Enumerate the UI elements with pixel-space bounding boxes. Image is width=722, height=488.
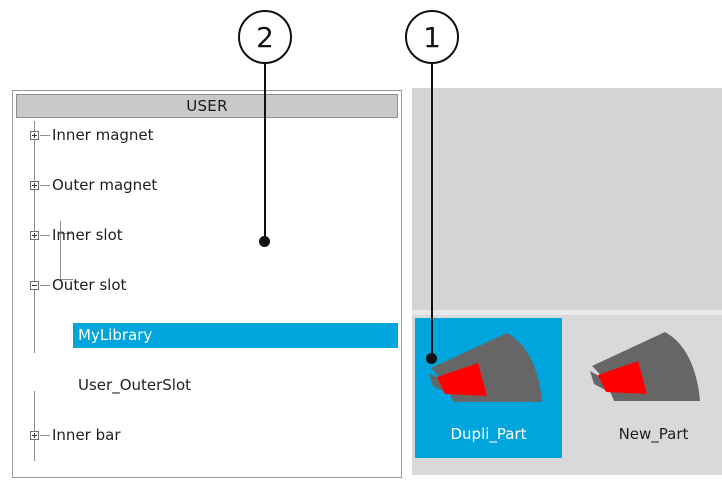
tree-item-label: Inner bar — [52, 426, 121, 444]
part-tile-dupli-part[interactable]: Dupli_Part — [415, 318, 562, 458]
expander-plus-icon[interactable] — [30, 231, 39, 240]
expander-minus-icon[interactable] — [30, 281, 39, 290]
tree-item-label: MyLibrary — [78, 326, 153, 344]
part-tile-label: New_Part — [618, 425, 689, 443]
expander-plus-icon[interactable] — [30, 131, 39, 140]
tree-item-label: Outer magnet — [52, 176, 158, 194]
part-slot-shape — [598, 361, 647, 394]
user-library-tree-panel[interactable]: USER Inner magnet Outer magnet — [12, 90, 402, 478]
expander-plus-icon[interactable] — [30, 431, 39, 440]
tree-item-label: Outer slot — [52, 276, 127, 294]
callout-anchor-dot — [259, 236, 270, 247]
tree-item-inner-slot[interactable]: Inner slot — [16, 223, 398, 248]
callout-number-2: 2 — [238, 10, 292, 64]
tree-item-outer-slot[interactable]: Outer slot — [16, 273, 398, 298]
part-thumbnail-new-part — [580, 324, 722, 422]
tree-item-label: Inner slot — [52, 226, 123, 244]
callout-number-1: 1 — [405, 10, 459, 64]
tree-branch-horizontal-userouterslot — [61, 279, 73, 280]
tree-header-user: USER — [16, 94, 398, 118]
tree-item-inner-bar[interactable]: Inner bar — [16, 423, 398, 448]
tree-item-user-outerslot[interactable]: User_OuterSlot — [16, 373, 398, 398]
tree-item-mylibrary[interactable]: MyLibrary — [73, 323, 398, 348]
tree-item-inner-magnet[interactable]: Inner magnet — [16, 123, 398, 148]
tree-branch-vertical — [60, 221, 61, 280]
tree-stub-line — [40, 435, 50, 436]
tree-body[interactable]: Inner magnet Outer magnet Inner slot Out… — [16, 121, 398, 473]
callout-anchor-dot — [426, 353, 437, 364]
tree-trunk-line-lower — [34, 391, 35, 461]
tree-stub-line — [40, 135, 50, 136]
tree-stub-line — [40, 235, 50, 236]
part-slot-shape — [437, 363, 487, 396]
tree-stub-line — [40, 285, 50, 286]
tree-item-outer-magnet[interactable]: Outer magnet — [16, 173, 398, 198]
expander-plus-icon[interactable] — [30, 181, 39, 190]
tree-item-label: User_OuterSlot — [78, 376, 192, 394]
part-thumbnail-dupli-part — [415, 324, 562, 422]
tree-item-label: Inner magnet — [52, 126, 154, 144]
parts-preview-area — [412, 88, 722, 310]
callout-leader-line — [431, 64, 433, 358]
part-tile-new-part[interactable]: New_Part — [580, 318, 722, 458]
callout-leader-line — [264, 64, 266, 241]
tree-stub-line — [40, 185, 50, 186]
tree-branch-horizontal-mylibrary — [61, 233, 73, 234]
parts-browser-panel[interactable]: Dupli_Part New_Part — [412, 88, 722, 475]
part-tile-label: Dupli_Part — [450, 425, 527, 443]
parts-panel-divider — [412, 310, 722, 315]
